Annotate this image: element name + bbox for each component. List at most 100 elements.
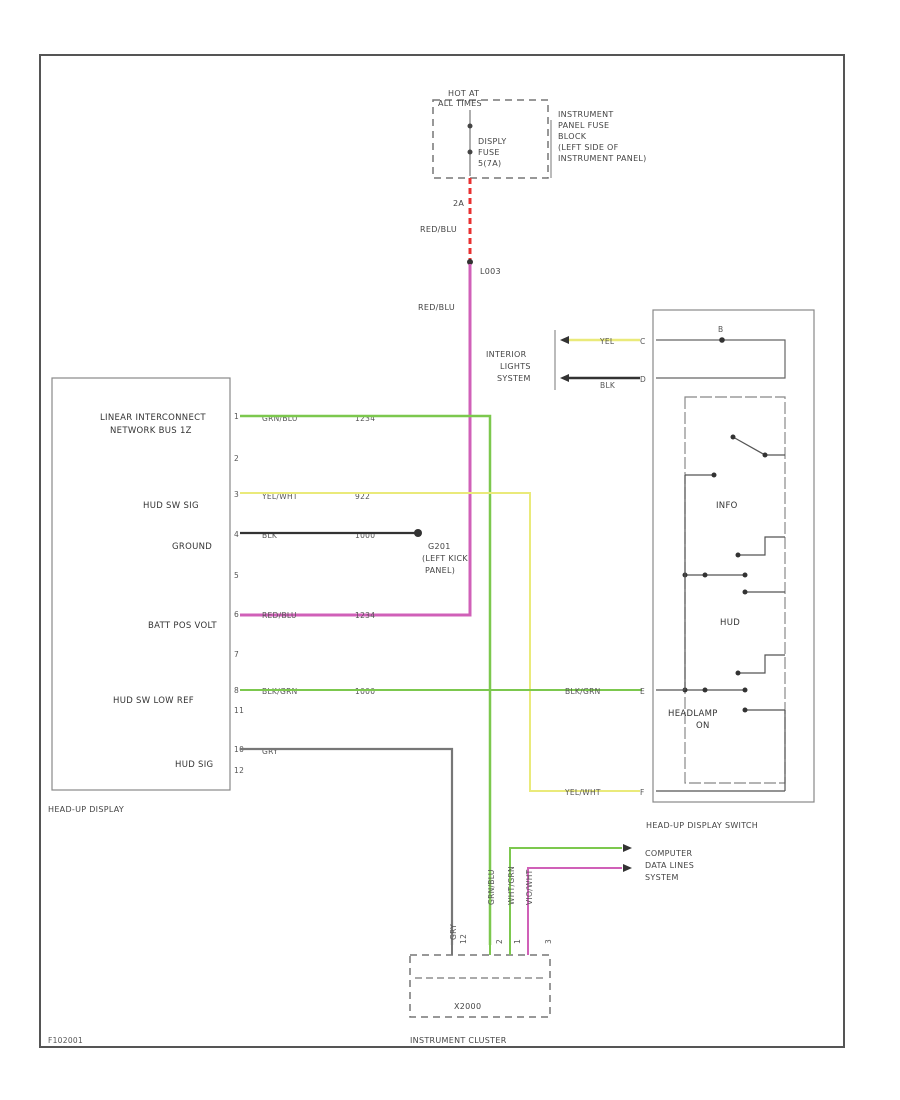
info-contact-dot <box>711 472 717 478</box>
hud-pin-1: 1 <box>234 412 239 421</box>
interior-lights-system: INTERIOR LIGHTS SYSTEM YEL C BLK D <box>486 330 646 390</box>
hud-pin-7: 7 <box>234 650 239 659</box>
headlamp-dot-4 <box>742 687 748 693</box>
switch-illum-loop <box>656 339 786 379</box>
fuse-terminal-top <box>467 123 473 129</box>
arrow-yel <box>560 336 569 344</box>
switch-pin-e: E <box>640 687 645 696</box>
hot-at-line-1: HOT AT <box>448 89 479 98</box>
hud-pin-11: 11 <box>234 706 244 715</box>
hud-pin10-label: HUD SIG <box>175 760 213 770</box>
hud-pin-12: 12 <box>234 766 244 775</box>
cluster-pin-1: 1 <box>513 939 522 944</box>
instrument-cluster: X2000 INSTRUMENT CLUSTER GRY GRN/BLU WHT… <box>409 866 553 1045</box>
ground-location-2: PANEL) <box>425 566 455 575</box>
computer-data-label-1: COMPUTER <box>645 849 693 858</box>
cluster-pin-2: 2 <box>495 939 504 944</box>
diagram-frame <box>39 54 845 1048</box>
computer-data-label-2: DATA LINES <box>645 861 694 870</box>
wire-gray-hud-sig <box>240 747 454 945</box>
fuse-location-4: (LEFT SIDE OF <box>558 143 619 152</box>
fuse-wire-color-2: RED/BLU <box>418 303 455 312</box>
switch-hud-label: HUD <box>720 618 740 628</box>
arrow-data-2 <box>623 864 632 872</box>
hud-pin-6: 6 <box>234 610 239 619</box>
cluster-pin-12: 12 <box>459 934 468 944</box>
head-up-display-module: HEAD-UP DISPLAY LINEAR INTERCONNECT NETW… <box>48 377 244 814</box>
interior-lights-label-1: INTERIOR <box>486 350 527 359</box>
ground-id: G201 <box>428 542 451 551</box>
wire-label-red-blu: RED/BLU <box>262 611 297 620</box>
interior-lights-label-3: SYSTEM <box>497 374 531 383</box>
wire-label-blk-interior: BLK <box>600 381 616 390</box>
wire-circuit-6: 1234 <box>355 611 375 620</box>
ground-location-1: (LEFT KICK <box>422 554 468 563</box>
wire-circuit-4: 1000 <box>355 531 375 540</box>
switch-title: HEAD-UP DISPLAY SWITCH <box>646 821 758 830</box>
cluster-part: X2000 <box>454 1002 481 1011</box>
switch-on-label: ON <box>696 721 710 731</box>
hud-pin-5: 5 <box>234 571 239 580</box>
wire-label-yel-wht: YEL/WHT <box>261 492 298 501</box>
wire-label-yel-wht-switch: YEL/WHT <box>564 788 601 797</box>
splice-id: L003 <box>480 267 501 276</box>
fuse-terminal-bottom <box>467 149 473 155</box>
hud-dot-4 <box>742 572 748 578</box>
hud-dot-5 <box>742 589 748 595</box>
hud-switch-step <box>738 536 785 556</box>
computer-data-lines: COMPUTER DATA LINES SYSTEM <box>509 844 694 945</box>
switch-inner-box <box>684 396 786 784</box>
info-contact-dot-2 <box>762 452 768 458</box>
hot-at-line-2: ALL TIMES <box>438 99 482 108</box>
cluster-wire-gry: GRY <box>449 924 458 940</box>
arrow-blk <box>560 374 569 382</box>
wire-vio-wht-data <box>527 867 622 945</box>
fuse-wire-color: RED/BLU <box>420 225 457 234</box>
wire-label-blk-grn-switch: BLK/GRN <box>565 687 601 696</box>
hud-pin6-label: BATT POS VOLT <box>148 621 217 631</box>
switch-illum-pin: B <box>718 325 723 334</box>
hud-pin-3: 3 <box>234 490 239 499</box>
figure-code: F102001 <box>48 1036 83 1045</box>
headlamp-dot-5 <box>742 707 748 713</box>
hud-pin-2: 2 <box>234 454 239 463</box>
switch-outline <box>652 309 815 803</box>
wire-label-blk-grn: BLK/GRN <box>262 687 298 696</box>
ground-point <box>414 529 422 537</box>
wire-wht-grn-data <box>509 847 622 945</box>
switch-info-label: INFO <box>716 501 738 511</box>
cluster-title: INSTRUMENT CLUSTER <box>410 1036 507 1045</box>
switch-pin-f: F <box>640 788 645 797</box>
fuse-label-1: DISPLY <box>478 137 507 146</box>
wire-label-blk: BLK <box>262 531 278 540</box>
fuse-label-3: 5(7A) <box>478 159 501 168</box>
wire-green-bus <box>240 414 492 945</box>
head-up-display-switch: HEAD-UP DISPLAY SWITCH B INFO HUD <box>640 309 815 830</box>
hud-pin1-label-1: LINEAR INTERCONNECT <box>100 413 206 423</box>
hud-dot-1 <box>735 552 741 558</box>
fuse-pin: 2A <box>453 199 464 208</box>
switch-headlamp-label: HEADLAMP <box>668 709 718 719</box>
cluster-wire-vio-wht: VIO/WHT <box>525 869 534 905</box>
wire-label-yel: YEL <box>599 337 615 346</box>
info-pivot-dot <box>730 434 736 440</box>
interior-pin-c: C <box>640 337 646 346</box>
fuse-location-1: INSTRUMENT <box>558 110 614 119</box>
wire-circuit-8: 1000 <box>355 687 375 696</box>
fuse-location-2: PANEL FUSE <box>558 121 609 130</box>
hud-pin-4: 4 <box>234 530 239 539</box>
hud-pin3-label: HUD SW SIG <box>143 501 199 511</box>
wire-yellow-sig <box>240 492 640 792</box>
hud-title: HEAD-UP DISPLAY <box>48 805 124 814</box>
hud-pin4-label: GROUND <box>172 542 212 552</box>
headlamp-dot-3 <box>702 687 708 693</box>
hud-pin1-label-2: NETWORK BUS 1Z <box>110 426 192 436</box>
wire-pink-batt <box>240 264 472 617</box>
cluster-outline <box>409 954 551 1018</box>
fuse-label-2: FUSE <box>478 148 500 157</box>
hud-pin-8: 8 <box>234 686 239 695</box>
switch-illum-dot <box>719 337 725 343</box>
hud-outline <box>51 377 231 791</box>
wire-circuit-3: 922 <box>355 492 370 501</box>
